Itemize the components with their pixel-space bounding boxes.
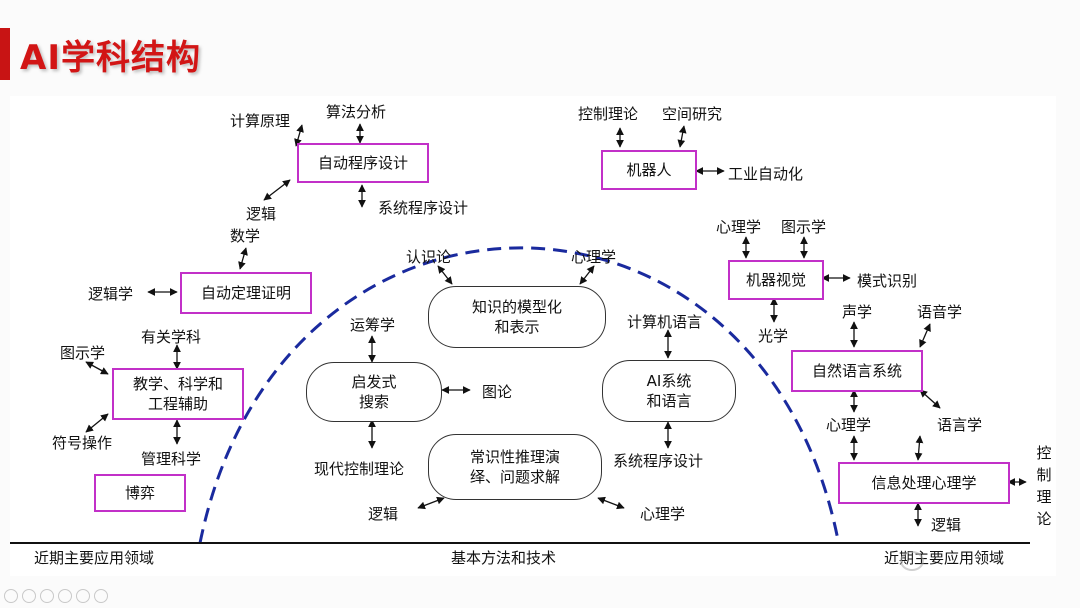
heuristic-line-2: 搜索 [358,393,389,411]
heuristic-line-1: 启发式 [351,373,397,391]
title-accent-bar [0,28,10,80]
slide-controls[interactable] [4,588,112,607]
label-psychology-nlp: 心理学 [826,416,872,434]
label-optics: 光学 [758,327,789,345]
label-computer-language: 计算机语言 [627,313,703,331]
label-control-theory: 控制理论 [578,105,639,123]
zoom-icon[interactable] [76,589,90,603]
label-acoustics: 声学 [842,303,873,321]
nlp-box: 自然语言系统 [791,350,923,392]
label-logic-study: 逻辑学 [88,285,134,303]
label-modern-control: 现代控制理论 [314,460,405,478]
label-management-science: 管理科学 [141,450,202,468]
more-icon[interactable] [94,589,108,603]
label-control-theory-vertical: 控制理论 [1036,444,1052,528]
label-industrial-automation: 工业自动化 [728,165,804,183]
bottom-label-center: 基本方法和技术 [451,549,557,567]
knowledge-line-2: 和表示 [494,318,540,336]
watermark [900,545,1050,575]
teaching-line-1: 教学、科学和 [132,375,223,393]
auto-theorem-proving-box: 自动定理证明 [180,272,312,314]
teaching-assist-box: 教学、科学和 工程辅助 [112,368,244,420]
label-logic-top: 逻辑 [246,205,277,223]
bottom-label-left: 近期主要应用领域 [34,549,155,567]
grid-icon[interactable] [58,589,72,603]
label-graph-theory: 图论 [482,383,513,401]
commonsense-line-2: 绎、问题求解 [469,468,560,486]
label-operations-research: 运筹学 [350,316,396,334]
commonsense-line-1: 常识性推理演 [469,448,560,466]
label-symbol-manipulation: 符号操作 [52,434,113,452]
label-psychology-bottom: 心理学 [640,505,686,523]
auto-programming-box: 自动程序设计 [297,143,429,183]
label-algorithm-analysis: 算法分析 [326,103,387,121]
label-pattern-recognition: 模式识别 [857,272,918,290]
next-icon[interactable] [22,589,36,603]
game-box: 博弈 [94,474,186,512]
label-psychology-vision: 心理学 [716,218,762,236]
wechat-icon [900,551,924,571]
label-system-programming-bottom: 系统程序设计 [613,452,704,470]
label-graphics-left: 图示学 [60,344,106,362]
commonsense-reasoning-pill: 常识性推理演 绎、问题求解 [428,434,602,500]
page-title: AI学科结构 [20,38,201,78]
knowledge-line-1: 知识的模型化 [471,298,562,316]
label-psychology-top: 心理学 [571,248,617,266]
machine-vision-box: 机器视觉 [728,260,824,300]
label-space-research: 空间研究 [662,105,723,123]
label-phonetics: 语音学 [917,303,963,321]
ai-systems-pill: AI系统 和语言 [602,360,736,422]
label-linguistics: 语言学 [937,416,983,434]
teaching-line-2: 工程辅助 [147,395,208,413]
label-related-disciplines: 有关学科 [141,328,202,346]
method-boundary-arc [198,246,840,544]
label-system-programming-top: 系统程序设计 [378,199,469,217]
label-epistemology: 认识论 [406,248,452,266]
knowledge-representation-pill: 知识的模型化 和表示 [428,286,606,348]
label-math: 数学 [230,227,261,245]
ai-sys-line-1: AI系统 [646,372,692,390]
ai-sys-line-2: 和语言 [646,392,692,410]
pen-icon[interactable] [40,589,54,603]
info-psych-box: 信息处理心理学 [838,462,1010,504]
robot-box: 机器人 [601,150,697,190]
label-logic-bottom: 逻辑 [368,505,399,523]
label-logic-right: 逻辑 [931,516,962,534]
heuristic-search-pill: 启发式 搜索 [306,362,442,422]
prev-icon[interactable] [4,589,18,603]
label-graphics-right: 图示学 [781,218,827,236]
label-calc-principle: 计算原理 [230,112,291,130]
